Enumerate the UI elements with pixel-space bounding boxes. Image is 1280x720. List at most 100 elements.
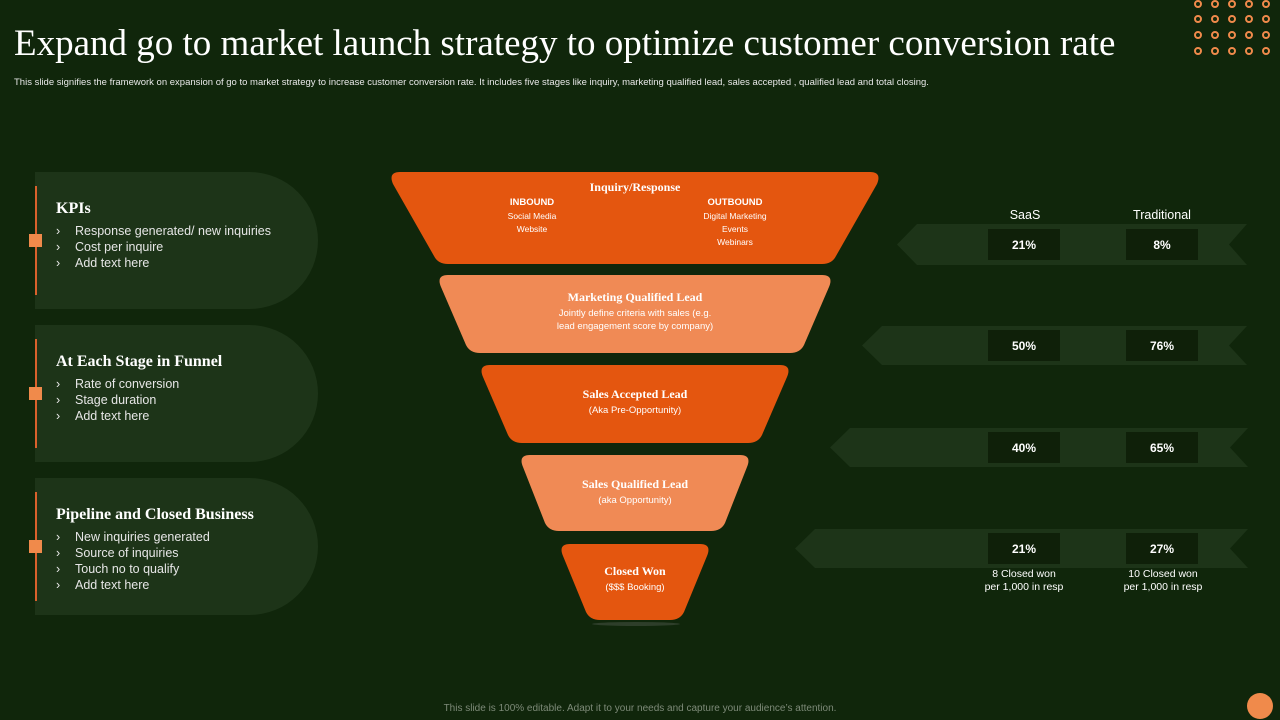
outbound-item: Digital Marketing [703, 211, 767, 221]
chevron-right-icon: › [56, 256, 61, 270]
funnel-stage-inquiry: Inquiry/Response INBOUND Social Media We… [390, 172, 880, 264]
chevron-right-icon: › [56, 562, 61, 576]
decor-dot [1194, 47, 1202, 55]
inbound-heading: INBOUND [509, 197, 555, 208]
decor-dot [1245, 0, 1253, 8]
traditional-value: 76% [1126, 330, 1198, 361]
card-list: › Response generated/ new inquiries › Cost… [56, 223, 271, 271]
stage-description: (Aka Pre-Opportunity) [588, 405, 682, 416]
pipeline-card: Pipeline and Closed Business ›New inquir… [29, 478, 318, 615]
list-item-text: Cost per inquire [75, 240, 164, 254]
note-line: per 1,000 in resp [984, 581, 1064, 593]
stage-title: Marketing Qualified Lead [567, 290, 703, 304]
saas-value: 50% [988, 330, 1060, 361]
decor-dot [1194, 31, 1202, 39]
saas-value: 40% [988, 432, 1060, 463]
decor-dot [1194, 15, 1202, 23]
card-title: At Each Stage in Funnel [56, 353, 223, 370]
list-item: › Response generated/ new inquiries [56, 223, 271, 239]
stage-description: ($$$ Booking) [605, 582, 665, 593]
funnel-shape [561, 544, 709, 626]
list-item: ›Source of inquiries [56, 545, 210, 561]
card-title: Pipeline and Closed Business [56, 506, 254, 523]
list-item: › Touch no to qualify [56, 561, 210, 577]
stage-text-block: Marketing Qualified Lead Jointly define … [438, 290, 832, 333]
stage-title: Sales Accepted Lead [582, 387, 688, 401]
traditional-note: 10 Closed won per 1,000 in resp [1093, 568, 1233, 594]
page-subtitle: This slide signifies the framework on ex… [14, 77, 929, 88]
chevron-right-icon: › [56, 224, 61, 238]
stage-text-block: Closed Won ($$$ Booking) [560, 564, 710, 594]
footer-note: This slide is 100% editable. Adapt it to… [443, 703, 837, 714]
list-item: › Rate of conversion [56, 376, 179, 392]
funnel-stage-mql: Marketing Qualified Lead Jointly define … [438, 275, 832, 353]
list-item-text: Add text here [75, 409, 150, 423]
list-item-text: Touch no to qualify [75, 562, 180, 576]
decor-dot [1228, 47, 1236, 55]
decor-dot [1211, 47, 1219, 55]
card-title: KPIs [56, 200, 91, 217]
decor-dot [1211, 0, 1219, 8]
chevron-right-icon: › [56, 409, 61, 423]
funnel-shape [391, 172, 879, 264]
stage-title: Sales Qualified Lead [581, 477, 688, 491]
decor-dot [1228, 31, 1236, 39]
decor-dot [1245, 31, 1253, 39]
list-item: › Add text here [56, 577, 210, 593]
kpi-card: KPIs › Response generated/ new inquiries … [29, 172, 318, 309]
traditional-value: 27% [1126, 533, 1198, 564]
stage-description: (aka Opportunity) [598, 495, 672, 506]
inbound-item: Social Media [507, 211, 557, 221]
card-marker [29, 387, 42, 400]
decorative-dot-grid [1190, 0, 1280, 60]
stage-description: Jointly define criteria with sales (e.g. [558, 308, 712, 319]
stage-description: lead engagement score by company) [556, 321, 714, 332]
outbound-column: OUTBOUND Digital Marketing Events Webina… [680, 196, 790, 249]
funnel-stage-sal: Sales Accepted Lead (Aka Pre-Opportunity… [480, 365, 790, 443]
funnel-shape [521, 455, 749, 531]
decor-dot [1228, 15, 1236, 23]
chevron-right-icon: › [56, 240, 61, 254]
funnel-shape [481, 365, 789, 443]
traditional-value: 8% [1126, 229, 1198, 260]
list-item: › Add text here [56, 255, 271, 271]
chevron-right-icon: › [56, 393, 61, 407]
decorative-circle [1247, 693, 1273, 719]
funnel-stage-closed-won: Closed Won ($$$ Booking) [560, 544, 710, 626]
list-item-text: Response generated/ new inquiries [75, 224, 271, 238]
list-item-text: Source of inquiries [75, 546, 179, 560]
list-item: › Cost per inquire [56, 239, 271, 255]
decor-dot [1211, 15, 1219, 23]
list-item-text: New inquiries generated [75, 530, 210, 544]
decor-dot [1211, 31, 1219, 39]
saas-value: 21% [988, 533, 1060, 564]
list-item-text: Add text here [75, 578, 150, 592]
inbound-item: Website [516, 224, 548, 234]
chevron-right-icon: › [56, 377, 61, 391]
stage-title: Closed Won [604, 564, 666, 578]
decor-dot [1245, 15, 1253, 23]
inbound-column: INBOUND Social Media Website [480, 196, 584, 236]
stage-text-block: Sales Accepted Lead (Aka Pre-Opportunity… [480, 387, 790, 417]
card-marker [29, 540, 42, 553]
chevron-right-icon: › [56, 578, 61, 592]
card-marker [29, 234, 42, 247]
list-item-text: Add text here [75, 256, 150, 270]
decor-dot [1228, 0, 1236, 8]
page-title: Expand go to market launch strategy to o… [14, 23, 1116, 64]
decor-dot [1262, 31, 1270, 39]
outbound-item: Webinars [717, 237, 753, 247]
funnel-stage-sql: Sales Qualified Lead (aka Opportunity) [520, 455, 750, 531]
decor-dot [1262, 47, 1270, 55]
list-item: › Add text here [56, 408, 179, 424]
column-header-traditional: Traditional [1133, 208, 1191, 222]
note-line: per 1,000 in resp [1123, 581, 1203, 593]
list-item-text: Stage duration [75, 393, 157, 407]
card-list: › Rate of conversion › Stage duration › Add… [56, 376, 179, 424]
stage-title: Inquiry/Response [589, 180, 681, 194]
list-item-text: Rate of conversion [75, 377, 180, 391]
decor-dot [1262, 0, 1270, 8]
outbound-item: Events [722, 224, 748, 234]
list-item: ›New inquiries generated [56, 529, 210, 545]
saas-note: 8 Closed won per 1,000 in resp [954, 568, 1094, 594]
